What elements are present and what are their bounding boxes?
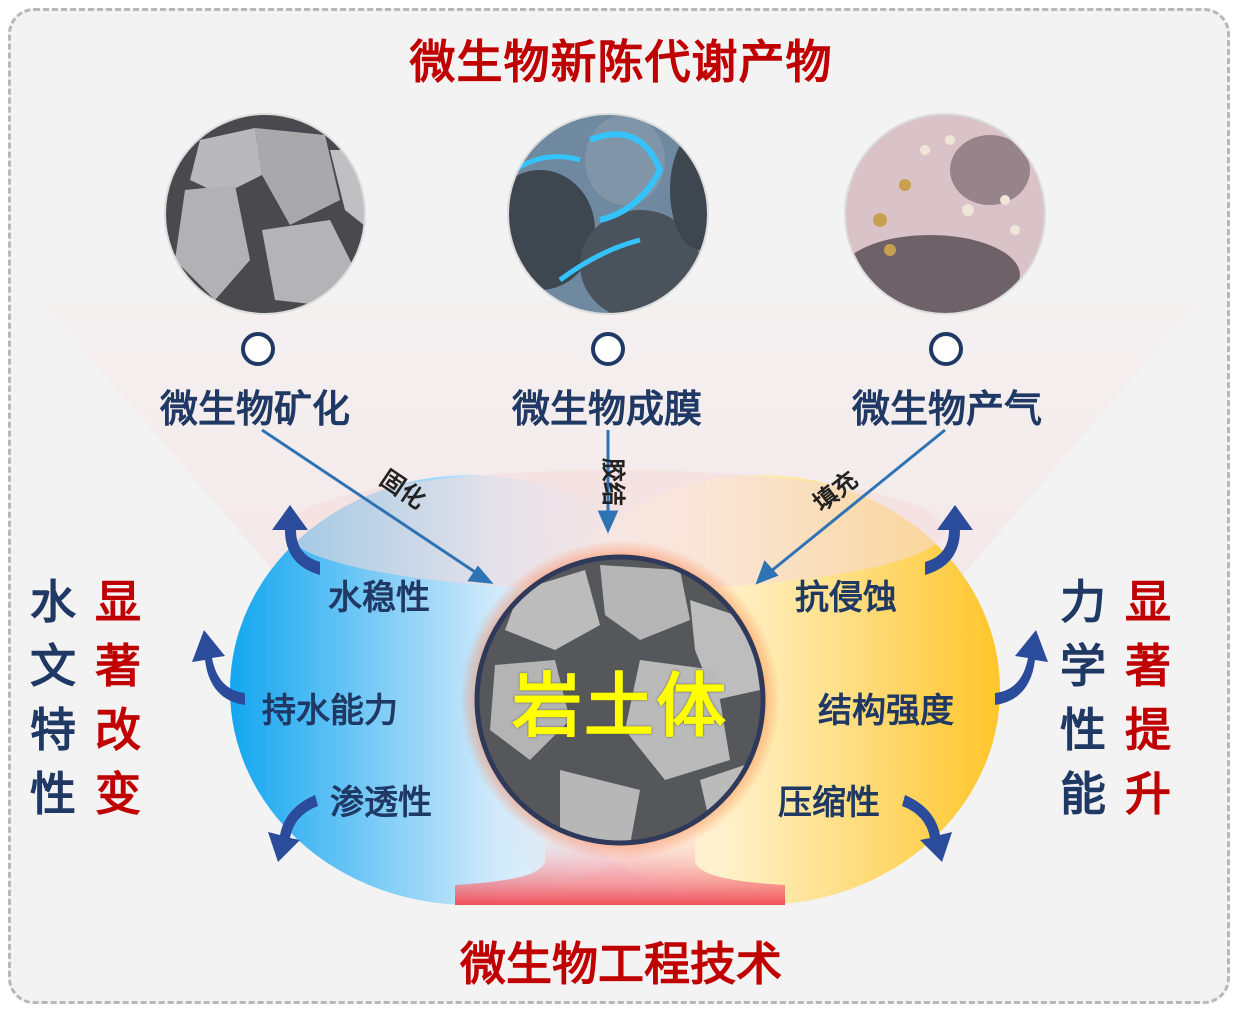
arrow-head-fill xyxy=(755,560,779,585)
left-side-char: 水 xyxy=(30,575,76,629)
left-side-char: 文 xyxy=(30,639,76,693)
bottom-title: 微生物工程技术 xyxy=(460,937,782,991)
curve-arrow-erosion xyxy=(925,505,973,575)
right-side-char: 能 xyxy=(1060,767,1106,821)
left-side-char: 改 xyxy=(95,703,141,757)
node-gas xyxy=(929,332,963,366)
left-side-col2: 显 著 改 变 xyxy=(95,570,141,826)
arrow-head-solidify xyxy=(467,565,494,584)
gas-image xyxy=(845,114,1045,314)
node-mineralization xyxy=(241,332,275,366)
mineralization-image xyxy=(165,114,365,314)
prop-compressibility: 压缩性 xyxy=(778,783,880,823)
curve-arrow-permeability xyxy=(268,795,318,862)
left-side-char: 特 xyxy=(30,703,76,757)
right-side-char: 提 xyxy=(1125,703,1171,757)
right-side-char: 性 xyxy=(1060,703,1106,757)
left-side-char: 变 xyxy=(95,767,141,821)
label-mineralization: 微生物矿化 xyxy=(160,387,351,431)
curve-arrow-strength xyxy=(995,630,1048,705)
prop-water-holding: 持水能力 xyxy=(262,691,398,731)
label-cement: 胶结 xyxy=(599,458,627,506)
left-side-char: 性 xyxy=(30,767,76,821)
right-side-char: 显 xyxy=(1125,575,1171,629)
prop-water-stability: 水稳性 xyxy=(328,578,430,618)
center-label: 岩土体 xyxy=(512,665,728,747)
curve-arrow-water-stability xyxy=(272,505,320,575)
right-side-col2: 显 著 提 升 xyxy=(1125,570,1171,826)
label-film: 微生物成膜 xyxy=(512,387,703,431)
right-side-char: 学 xyxy=(1060,639,1106,693)
left-side-char: 著 xyxy=(95,639,141,693)
curve-arrow-compressibility xyxy=(902,795,952,862)
right-side-col1: 力 学 性 能 xyxy=(1060,570,1106,826)
top-title: 微生物新陈代谢产物 xyxy=(409,35,833,89)
label-gas: 微生物产气 xyxy=(852,387,1043,431)
arrow-head-cement xyxy=(597,510,619,534)
right-side-char: 升 xyxy=(1125,767,1171,821)
curve-arrow-water-holding xyxy=(192,630,245,705)
bottom-funnel xyxy=(455,820,785,905)
right-side-char: 力 xyxy=(1060,575,1106,629)
center-ring xyxy=(474,554,766,846)
left-side-char: 显 xyxy=(95,575,141,629)
prop-permeability: 渗透性 xyxy=(330,783,432,823)
prop-strength: 结构强度 xyxy=(818,691,954,731)
left-side-col1: 水 文 特 性 xyxy=(30,570,76,826)
film-image xyxy=(508,114,708,314)
node-film xyxy=(591,332,625,366)
right-side-char: 著 xyxy=(1125,639,1171,693)
prop-erosion: 抗侵蚀 xyxy=(795,578,897,618)
